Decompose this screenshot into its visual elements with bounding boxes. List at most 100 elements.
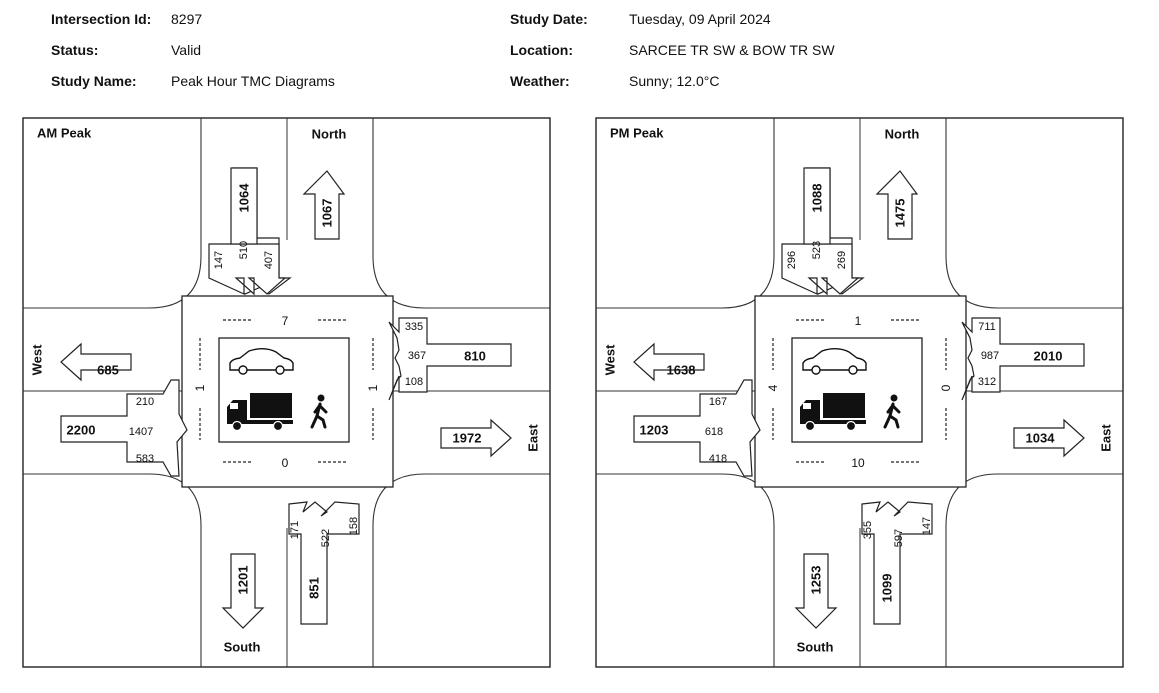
intersection-id-label: Intersection Id:: [51, 11, 152, 27]
north-thru-volume: 523: [811, 241, 823, 259]
west-right-volume: 583: [136, 453, 154, 465]
study-date-label: Study Date:: [510, 11, 588, 27]
west-left-volume: 167: [709, 396, 727, 408]
north-approach-arrow: [208, 243, 287, 296]
car-wheel: [275, 365, 285, 375]
east-exit-arrow: [1013, 418, 1085, 458]
north-right-volume: 269: [836, 251, 848, 269]
east-right-volume: 312: [978, 376, 996, 388]
east-left-volume: 335: [405, 321, 423, 333]
south-exit-volume: 1253: [809, 566, 824, 595]
west-enter-arrow: [60, 379, 188, 477]
diagram-title: AM Peak: [37, 126, 92, 141]
east-right-volume: 108: [405, 376, 423, 388]
truck-wheel: [845, 420, 857, 432]
car-wheel: [238, 365, 248, 375]
ped-leg: [315, 414, 327, 429]
west-exit-arrow: [633, 342, 705, 382]
west-exit-volume: 685: [97, 363, 119, 378]
west-thru-volume: 618: [705, 426, 723, 438]
study-date-value: Tuesday, 09 April 2024: [629, 11, 771, 27]
road-edge: [945, 118, 1123, 309]
west-exit-volume: 1638: [667, 363, 696, 378]
south-enter-volume: 1099: [880, 574, 895, 603]
ped-count-west: 1: [193, 384, 207, 391]
north-enter-stem: [230, 167, 258, 245]
south-right-volume: 147: [921, 517, 933, 535]
east-label: East: [526, 424, 541, 452]
west-enter-volume: 2200: [67, 423, 96, 438]
east-thru-volume: 367: [408, 350, 426, 362]
north-enter-volume: 1064: [237, 183, 252, 213]
west-left-volume: 210: [136, 396, 154, 408]
north-exit-volume: 1067: [320, 199, 335, 228]
west-thru-volume: 1407: [129, 426, 153, 438]
status-label: Status:: [51, 42, 99, 58]
road-edge: [23, 118, 202, 309]
ped-head: [890, 394, 898, 402]
west-exit-arrow: [60, 342, 132, 382]
ped-count-south: 10: [851, 456, 865, 470]
east-enter-arrow: [388, 317, 512, 401]
south-exit-arrow: [221, 553, 265, 629]
north-exit-arrow: [302, 170, 346, 240]
north-enter-stem: [803, 167, 831, 245]
north-exit-volume: 1475: [893, 199, 908, 228]
east-enter-volume: 810: [464, 349, 486, 364]
east-enter-arrow: [961, 317, 1085, 401]
diagram-am: [22, 117, 551, 668]
north-left-volume: 296: [786, 251, 798, 269]
ped-count-west: 4: [766, 384, 780, 391]
ped-arm: [886, 403, 901, 414]
pedestrian-icon: [310, 394, 328, 429]
north-label: North: [312, 127, 347, 142]
ped-count-east: 0: [939, 384, 953, 391]
location-value: SARCEE TR SW & BOW TR SW: [629, 42, 835, 58]
south-exit-volume: 1201: [236, 566, 251, 595]
truck-cargo: [823, 393, 865, 418]
car-body: [802, 348, 867, 371]
north-exit-arrow: [875, 170, 919, 240]
west-label: West: [30, 344, 45, 375]
truck-wheel: [231, 420, 243, 432]
west-label: West: [603, 344, 618, 375]
car-icon: [229, 348, 294, 375]
ped-count-north: 1: [855, 314, 862, 328]
north-approach-arrow: [781, 243, 860, 296]
car-icon: [802, 348, 867, 375]
west-enter-volume: 1203: [640, 423, 669, 438]
north-right-volume: 407: [263, 251, 275, 269]
truck-wheel: [804, 420, 816, 432]
south-label: South: [797, 640, 834, 655]
south-label: South: [224, 640, 261, 655]
road-edge: [372, 118, 550, 309]
south-enter-arrow: [861, 501, 933, 625]
south-right-volume: 158: [348, 517, 360, 535]
road-edge: [596, 118, 775, 309]
status-value: Valid: [171, 42, 202, 58]
truck-wheel: [272, 420, 284, 432]
east-exit-volume: 1034: [1026, 431, 1056, 446]
ped-leg: [888, 414, 900, 429]
intersection-id-value: 8297: [171, 11, 203, 27]
truck-icon: [800, 393, 866, 432]
car-wheel: [848, 365, 858, 375]
truck-cargo: [250, 393, 292, 418]
truck-icon: [227, 393, 293, 432]
location-label: Location:: [510, 42, 573, 58]
weather-label: Weather:: [510, 73, 570, 89]
study-name-label: Study Name:: [51, 73, 137, 89]
east-label: East: [1099, 424, 1114, 452]
car-body: [229, 348, 294, 371]
truck-window: [230, 403, 238, 409]
truck-window: [803, 403, 811, 409]
pedestrian-icon: [883, 394, 901, 429]
truck-chassis: [227, 420, 293, 424]
ped-count-north: 7: [282, 314, 289, 328]
ped-count-south: 0: [282, 456, 289, 470]
east-thru-volume: 987: [981, 350, 999, 362]
truck-chassis: [800, 420, 866, 424]
east-exit-volume: 1972: [453, 431, 482, 446]
south-thru-volume: 597: [893, 529, 905, 547]
